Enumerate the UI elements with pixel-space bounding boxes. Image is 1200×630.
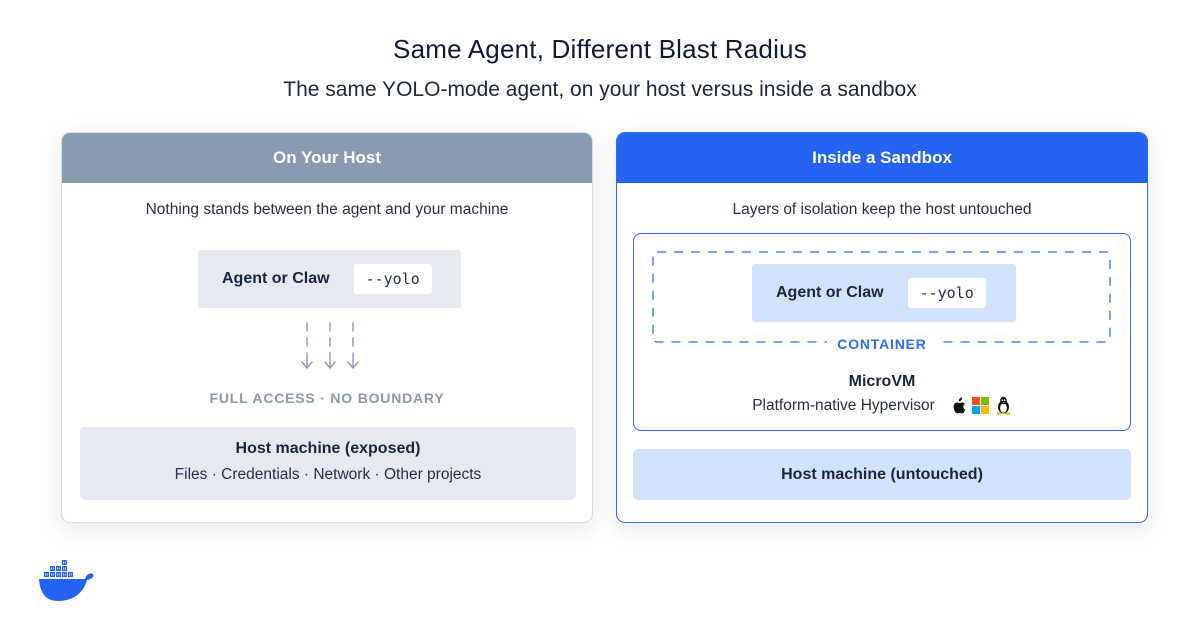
down-arrows-icon	[301, 322, 359, 370]
host-exposed-title: Host machine (exposed)	[235, 440, 421, 457]
windows-icon	[971, 397, 989, 414]
host-agent-label: Agent or Claw	[222, 270, 330, 287]
hypervisor-label: Platform-native Hypervisor	[752, 396, 935, 414]
host-untouched-box: Host machine (untouched)	[633, 449, 1131, 500]
host-exposed-items: Files · Credentials · Network · Other pr…	[174, 466, 482, 483]
sandbox-panel-description: Layers of isolation keep the host untouc…	[732, 201, 1032, 218]
sandbox-panel-header: Inside a Sandbox	[617, 133, 1147, 183]
host-yolo-flag: --yolo	[353, 264, 432, 294]
host-panel: On Your Host Nothing stands between the …	[61, 132, 593, 523]
microvm-box: Agent or Claw --yolo CONTAINER MicroVM P…	[633, 233, 1131, 431]
apple-icon	[953, 396, 965, 413]
host-agent-box: Agent or Claw --yolo	[198, 250, 461, 308]
microvm-title: MicroVM	[848, 373, 916, 390]
full-access-label: FULL ACCESS · NO BOUNDARY	[209, 390, 445, 406]
sandbox-panel: Inside a Sandbox Layers of isolation kee…	[616, 132, 1148, 523]
host-exposed-box: Host machine (exposed) Files · Credentia…	[80, 427, 576, 500]
host-panel-header: On Your Host	[62, 133, 592, 183]
sandbox-agent-box: Agent or Claw --yolo	[752, 264, 1016, 322]
linux-icon	[996, 396, 1011, 415]
container-label: CONTAINER	[827, 336, 937, 352]
sandbox-agent-label: Agent or Claw	[776, 284, 884, 301]
sandbox-yolo-flag: --yolo	[907, 278, 986, 308]
diagram-subtitle: The same YOLO-mode agent, on your host v…	[283, 78, 917, 101]
diagram-title: Same Agent, Different Blast Radius	[393, 34, 807, 64]
docker-whale-icon	[39, 560, 94, 601]
host-panel-description: Nothing stands between the agent and you…	[145, 201, 509, 218]
